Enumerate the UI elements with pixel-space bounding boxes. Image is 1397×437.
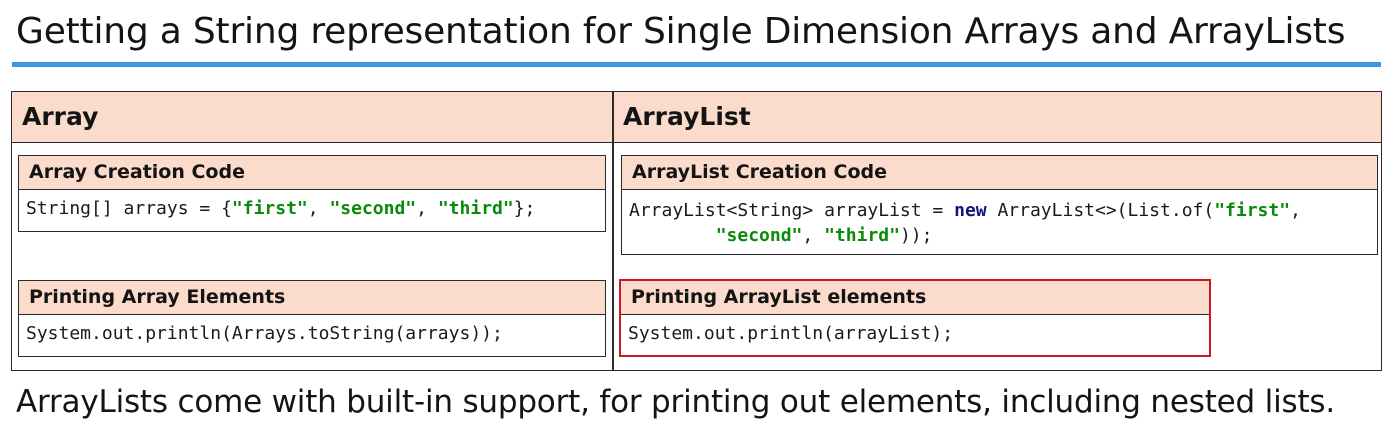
- code-text: };: [513, 198, 536, 219]
- string-literal: "second": [715, 225, 803, 246]
- array-printing-header: Printing Array Elements: [19, 281, 605, 315]
- array-creation-header: Array Creation Code: [19, 156, 605, 190]
- string-literal: "third": [824, 225, 900, 246]
- array-creation-box: Array Creation Code String[] arrays = {"…: [18, 155, 606, 232]
- code-text: ,: [307, 198, 330, 219]
- array-printing-box: Printing Array Elements System.out.print…: [18, 280, 606, 357]
- array-printing-code: System.out.println(Arrays.toString(array…: [26, 323, 503, 344]
- keyword-new: new: [954, 200, 987, 221]
- column-header-arraylist: ArrayList: [613, 92, 1381, 143]
- code-text: ,: [802, 225, 825, 246]
- string-literal: "third": [437, 198, 514, 219]
- arraylist-printing-code: System.out.println(arrayList);: [628, 323, 954, 344]
- string-literal: "second": [329, 198, 417, 219]
- arraylist-printing-box: Printing ArrayList elements System.out.p…: [619, 279, 1211, 357]
- code-text: String[] arrays = {: [26, 198, 232, 219]
- code-text: ArrayList<String> arrayList =: [629, 200, 955, 221]
- column-header-array: Array: [12, 92, 613, 143]
- code-text: ,: [1290, 200, 1301, 221]
- footer-note: ArrayLists come with built-in support, f…: [16, 384, 1335, 420]
- page-title: Getting a String representation for Sing…: [16, 11, 1346, 52]
- code-text: ,: [416, 198, 438, 219]
- string-literal: "first": [1214, 200, 1291, 221]
- array-creation-code: String[] arrays = {"first", "second", "t…: [19, 190, 605, 221]
- comparison-table: Array ArrayList Array Creation Code Stri…: [11, 91, 1382, 371]
- column-divider: [612, 92, 614, 370]
- code-indent: [629, 225, 716, 246]
- arraylist-creation-box: ArrayList Creation Code ArrayList<String…: [621, 155, 1378, 255]
- string-literal: "first": [231, 198, 308, 219]
- arraylist-creation-header: ArrayList Creation Code: [622, 156, 1377, 190]
- code-text: ));: [899, 225, 933, 246]
- arraylist-printing-header: Printing ArrayList elements: [621, 281, 1209, 315]
- code-text: ArrayList<>(List.of(: [986, 200, 1215, 221]
- arraylist-creation-code: ArrayList<String> arrayList = new ArrayL…: [622, 190, 1377, 248]
- title-underline: [12, 62, 1381, 67]
